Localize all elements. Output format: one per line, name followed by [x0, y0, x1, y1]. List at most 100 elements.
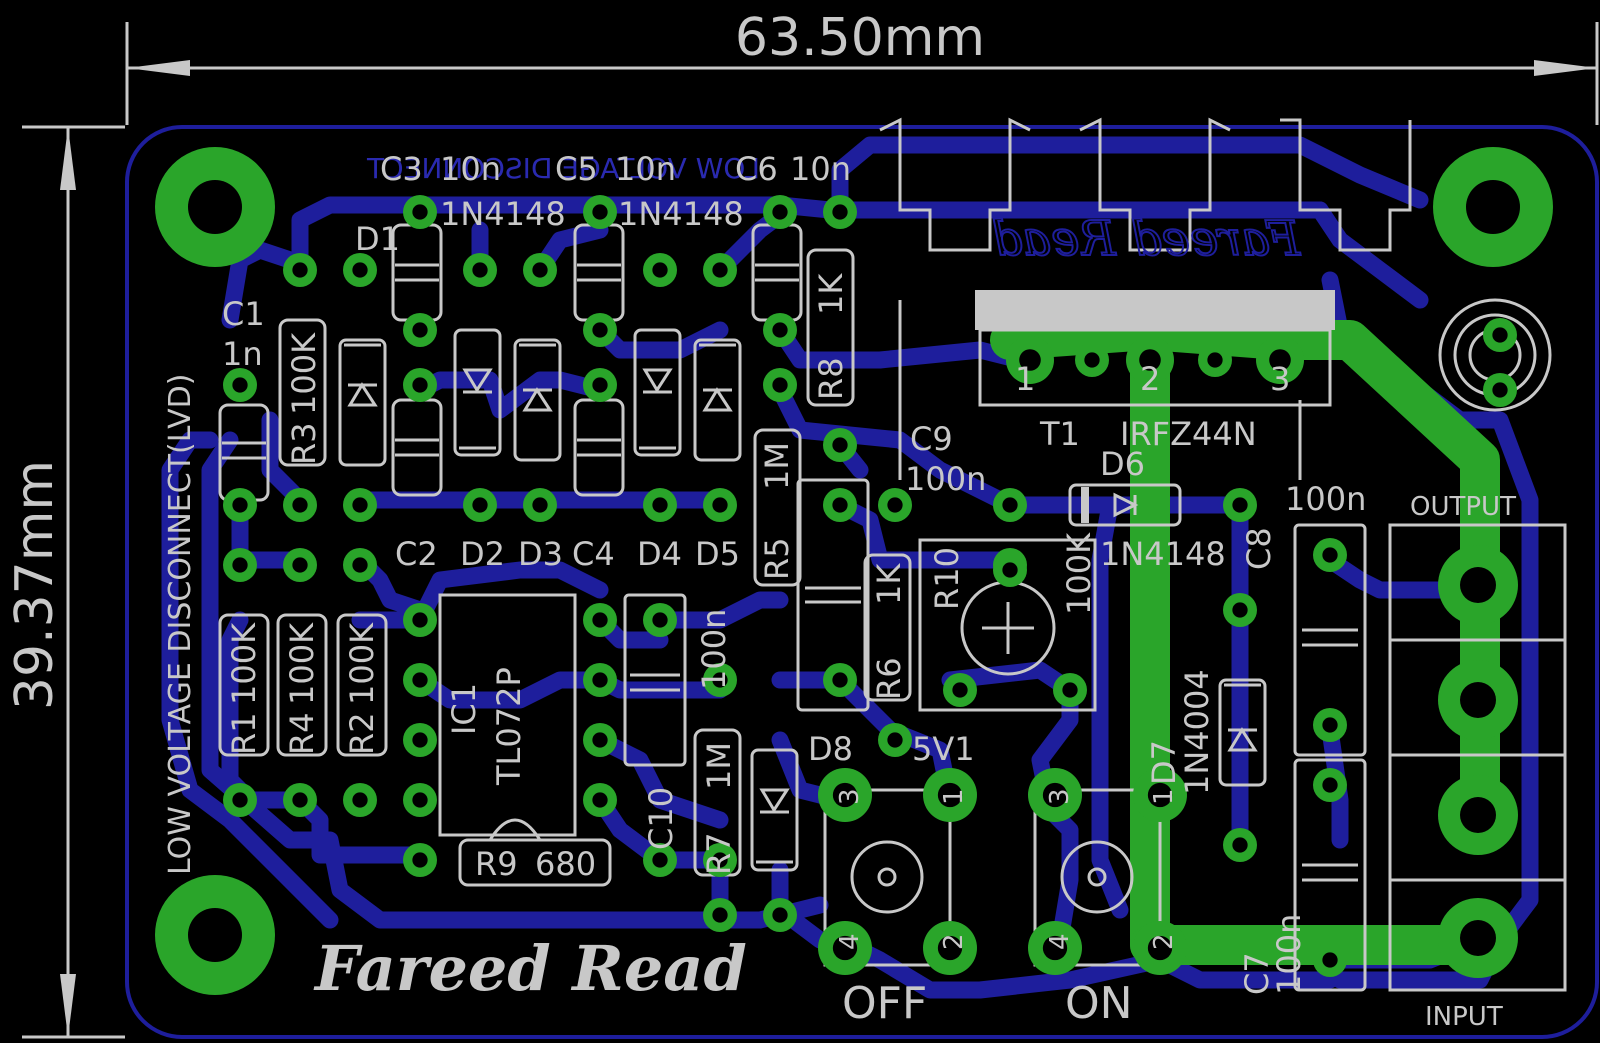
pad-hole — [887, 497, 903, 513]
pad-hole — [1322, 952, 1338, 968]
pad-hole — [1002, 497, 1018, 513]
pad-hole — [1460, 682, 1496, 718]
pad-hole — [1232, 602, 1248, 618]
label-c6-value: 10n — [790, 150, 851, 188]
pad-hole — [1139, 349, 1161, 371]
pad-hole — [1322, 717, 1338, 733]
pad-hole — [712, 907, 728, 923]
label-c7-value: 100n — [1270, 914, 1308, 995]
label-r7-value: 1M — [700, 742, 738, 790]
pad-hole — [472, 262, 488, 278]
pad-hole — [292, 262, 308, 278]
pad-hole — [887, 732, 903, 748]
pad-hole — [772, 907, 788, 923]
label-r5: R5 — [758, 537, 796, 580]
pad-hole — [832, 935, 858, 961]
pad-hole — [412, 852, 428, 868]
sw-on-pin3: 3 — [1045, 788, 1075, 805]
height-label: 39.37mm — [5, 460, 65, 710]
sw-off-pin1: 1 — [939, 788, 969, 805]
pad-hole — [1269, 349, 1291, 371]
label-r3: R3 — [285, 422, 323, 465]
pad-hole — [292, 497, 308, 513]
label-c9-value: 100n — [905, 460, 986, 498]
label-t1: T1 — [1039, 415, 1080, 453]
label-r6-value: 1K — [870, 563, 908, 605]
pad-hole — [412, 792, 428, 808]
mirrored-signature: Fareed Read — [992, 211, 1301, 267]
label-r1-value: 100K — [225, 622, 263, 705]
pad-hole — [652, 497, 668, 513]
pad-hole — [1062, 682, 1078, 698]
label-d6-value: 1N4148 — [1100, 535, 1226, 573]
label-r4-value: 100K — [283, 622, 321, 705]
pad-hole — [1466, 180, 1520, 234]
label-c10: C10 — [642, 787, 680, 850]
pad-hole — [232, 497, 248, 513]
pad-hole — [1460, 920, 1496, 956]
dimension-height: 39.37mm — [5, 125, 125, 1039]
label-off: OFF — [842, 978, 927, 1029]
pad-hole — [772, 204, 788, 220]
pad-hole — [412, 732, 428, 748]
label-d4: D4 — [637, 535, 682, 573]
signature: Fareed Read — [313, 932, 747, 1005]
label-output: OUTPUT — [1410, 492, 1516, 522]
label-d5: D5 — [695, 535, 740, 573]
label-r7: R7 — [700, 832, 738, 875]
component-pads — [155, 147, 1553, 995]
pad-hole — [652, 262, 668, 278]
pad-hole — [412, 612, 428, 628]
pad-hole — [232, 557, 248, 573]
label-c3: C3 — [380, 150, 423, 188]
pad-hole — [592, 377, 608, 393]
pad-hole — [1492, 327, 1508, 343]
label-r6: R6 — [870, 657, 908, 700]
label-r10-value: 100K — [1060, 532, 1098, 615]
sw-on-pin2: 2 — [1149, 933, 1179, 950]
label-d8: D8 — [808, 730, 853, 768]
pad-hole — [592, 732, 608, 748]
pad-hole — [532, 497, 548, 513]
pad-hole — [832, 204, 848, 220]
pad-hole — [592, 204, 608, 220]
label-c10-value: 100n — [695, 609, 733, 690]
pad-hole — [1460, 567, 1496, 603]
pad-hole — [352, 497, 368, 513]
pad-hole — [937, 782, 963, 808]
pad-hole — [592, 322, 608, 338]
label-c6: C6 — [735, 150, 778, 188]
label-ic1-value: TL072P — [490, 667, 528, 786]
pad-hole — [712, 852, 728, 868]
label-d2: D2 — [460, 535, 505, 573]
pad-hole — [832, 497, 848, 513]
pad-hole — [937, 935, 963, 961]
pad-hole — [772, 322, 788, 338]
label-r5-value: 1M — [758, 442, 796, 490]
label-c1: C1 — [222, 295, 265, 333]
pad-hole — [1322, 547, 1338, 563]
pad-hole — [352, 792, 368, 808]
sw-off-pin3: 3 — [835, 788, 865, 805]
label-r2: R2 — [343, 712, 381, 755]
pad-hole — [592, 612, 608, 628]
pad-hole — [1322, 777, 1338, 793]
pad-hole — [1002, 562, 1018, 578]
dimension-width: 63.50mm — [125, 8, 1599, 125]
label-c5: C5 — [555, 150, 598, 188]
width-label: 63.50mm — [735, 8, 985, 68]
pad-hole — [1232, 497, 1248, 513]
label-r1: R1 — [225, 712, 263, 755]
label-d4-value: 1N4148 — [618, 195, 744, 233]
pad-hole — [1460, 797, 1496, 833]
label-c4: C4 — [572, 535, 615, 573]
label-c5-value: 10n — [615, 150, 676, 188]
label-r8: R8 — [812, 357, 850, 400]
pad-hole — [472, 497, 488, 513]
pad-hole — [188, 908, 242, 962]
pad-hole — [1042, 782, 1068, 808]
t1-pin2: 2 — [1140, 360, 1160, 398]
pad-hole — [292, 792, 308, 808]
label-r8-value: 1K — [812, 273, 850, 315]
